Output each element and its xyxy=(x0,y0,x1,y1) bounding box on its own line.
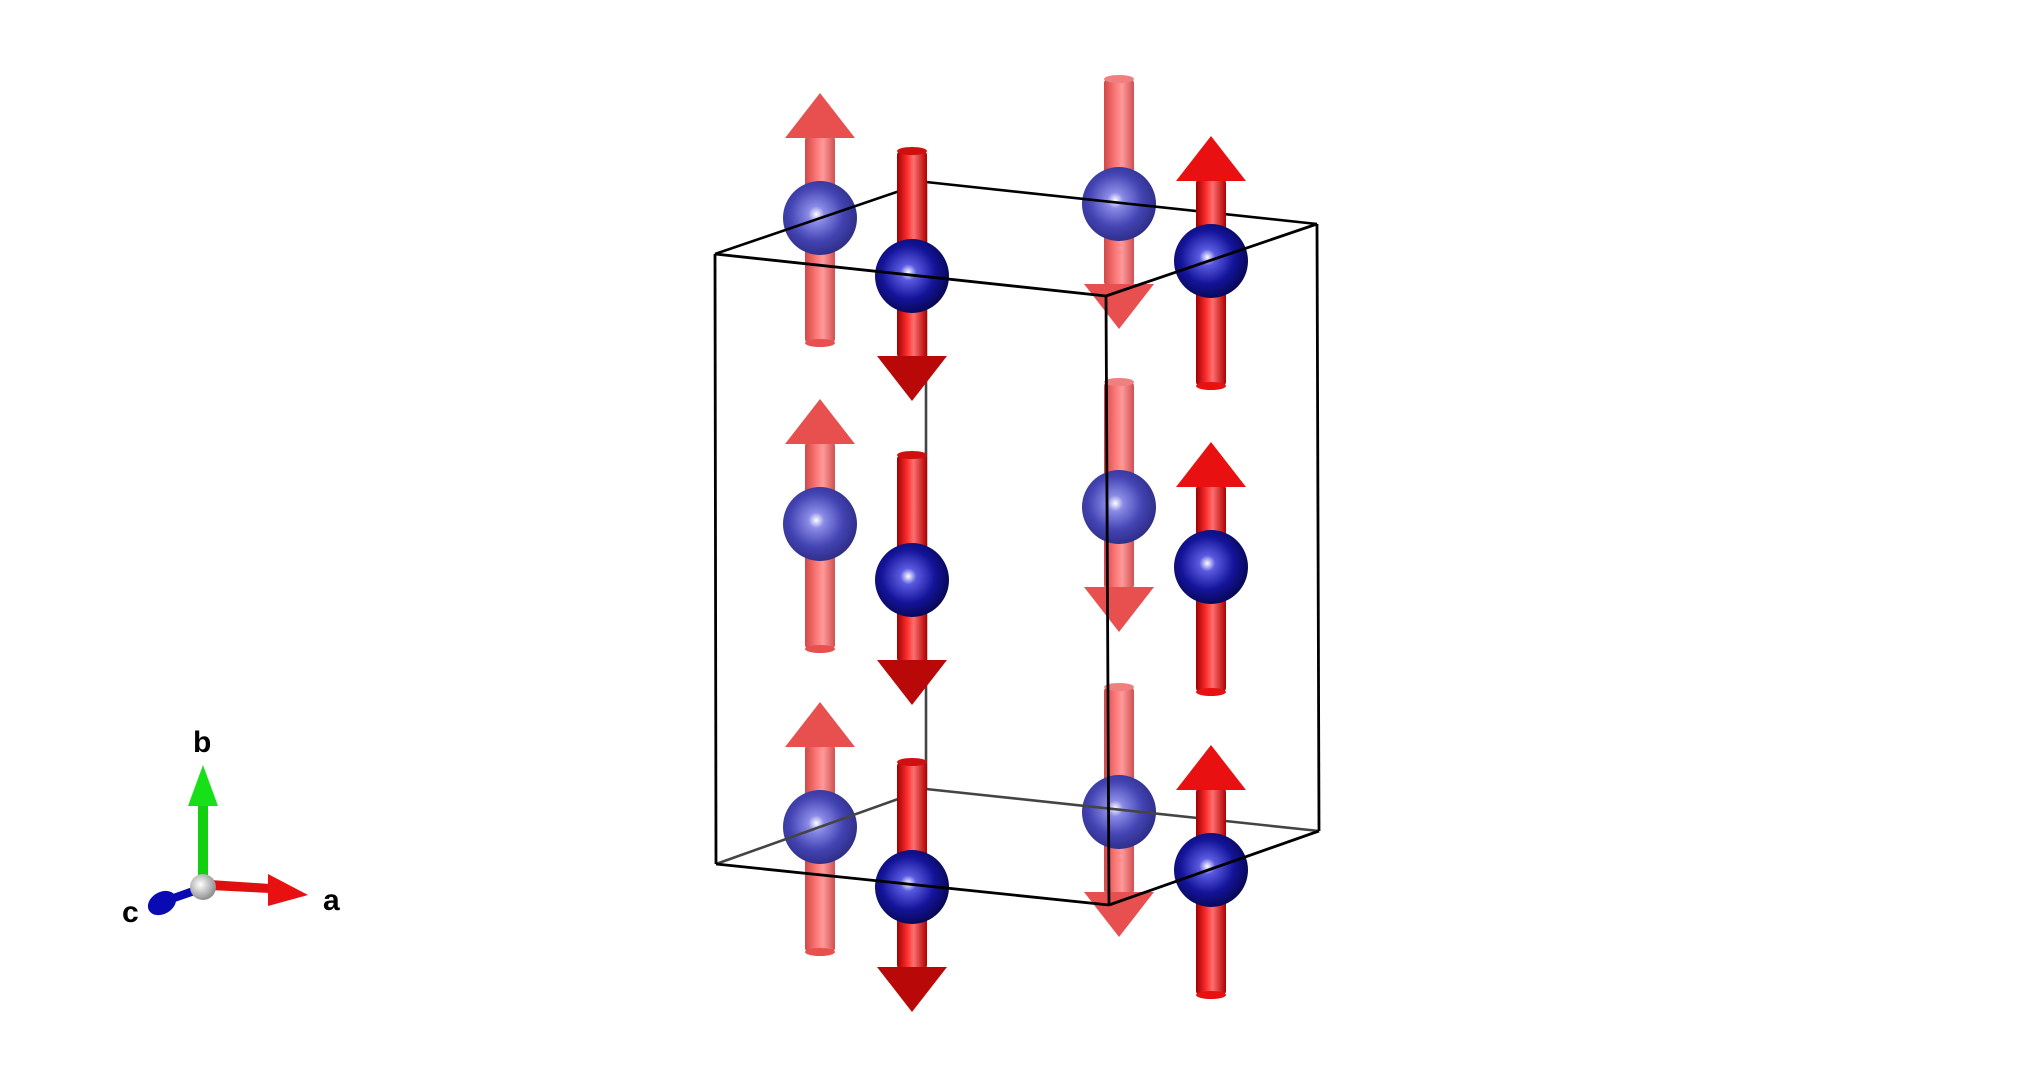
atom-sphere xyxy=(1082,470,1156,544)
cell-edge xyxy=(1315,223,1321,832)
axis-c-label: c xyxy=(122,896,139,929)
magnetic-atom[interactable] xyxy=(1174,745,1248,999)
atom-sphere xyxy=(875,543,949,617)
magnetic-atom[interactable] xyxy=(1082,378,1156,632)
magnetic-atom[interactable] xyxy=(783,93,857,347)
magnetic-atom[interactable] xyxy=(783,399,857,653)
magnetic-atom[interactable] xyxy=(1174,442,1248,696)
cell-edge xyxy=(1108,829,1320,907)
axis-b-arrow xyxy=(188,765,218,885)
cell-edge xyxy=(714,252,1107,298)
back-atoms-layer xyxy=(783,75,1156,956)
cell-edge xyxy=(925,787,1320,833)
atom-sphere xyxy=(1082,775,1156,849)
cell-edge xyxy=(1104,295,1111,906)
cell-edge xyxy=(715,862,1110,907)
axis-a-arrow xyxy=(210,874,308,906)
axis-a-label: a xyxy=(323,884,340,917)
axis-b-label: b xyxy=(193,726,211,759)
axis-origin-sphere xyxy=(190,874,216,900)
atom-sphere xyxy=(1174,530,1248,604)
magnetic-atom[interactable] xyxy=(875,451,949,705)
cell-edge xyxy=(925,180,1318,226)
cell-edge xyxy=(713,253,718,865)
atom-sphere xyxy=(783,487,857,561)
atom-sphere xyxy=(875,850,949,924)
magnetic-atom[interactable] xyxy=(1174,136,1248,390)
magnetic-atom[interactable] xyxy=(875,758,949,1012)
cell-edge xyxy=(1105,222,1318,298)
unit-cell-front-edges xyxy=(713,222,1321,907)
axis-triad: b a c xyxy=(122,726,340,929)
cell-edge xyxy=(715,787,927,866)
magnetic-atom[interactable] xyxy=(783,702,857,956)
cell-edge xyxy=(714,180,927,256)
